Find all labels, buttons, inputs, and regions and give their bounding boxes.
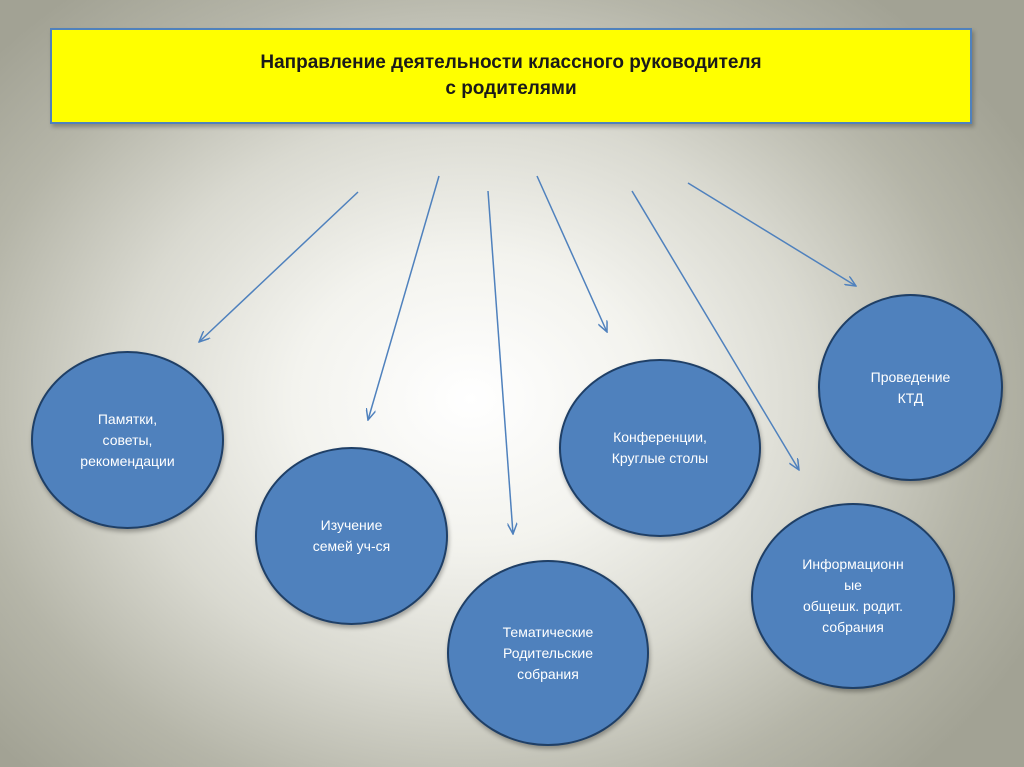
node-text: Изучение (320, 517, 383, 533)
node-konferencii: Конференции, Круглые столы (559, 359, 761, 537)
node-text: Информационн (802, 556, 904, 572)
node-text: Тематические (502, 623, 594, 640)
node-text: Конференции, (613, 429, 707, 445)
node-text: Родительские (503, 644, 593, 661)
node-text: Памятки, (97, 410, 158, 427)
arrow-to-informacionnye (631, 190, 799, 470)
node-text: собрания (822, 619, 884, 635)
title-line-1: Направление деятельности классного руков… (260, 52, 762, 73)
arrow-to-izuchenie (368, 175, 440, 420)
node-text: ые (844, 577, 862, 593)
title-line-2: с родителями (445, 78, 577, 99)
node-ktd: Проведение КТД (818, 294, 1003, 481)
arrow-to-konferencii (536, 175, 607, 332)
node-text: общешк. родит. (802, 598, 904, 614)
arrow-to-tematicheskie (487, 190, 513, 534)
node-izuchenie: Изучение семей уч-ся (255, 447, 448, 625)
node-text: Проведение (870, 368, 951, 385)
node-text: собрания (517, 665, 579, 682)
node-tematicheskie: Тематические Родительские собрания (447, 560, 649, 746)
node-text: Круглые столы (611, 450, 709, 466)
node-text: КТД (897, 389, 924, 406)
node-informacionnye: Информационн ые общешк. родит. собрания (751, 503, 955, 689)
arrow-to-ktd (687, 182, 856, 286)
node-pamyatki: Памятки, советы, рекомендации (31, 351, 224, 529)
node-text: рекомендации (80, 452, 175, 469)
node-text: советы, (102, 431, 153, 448)
arrow-to-pamyatki (199, 191, 359, 342)
title-box: Направление деятельности классного руков… (50, 28, 972, 124)
node-text: семей уч-ся (312, 538, 391, 554)
